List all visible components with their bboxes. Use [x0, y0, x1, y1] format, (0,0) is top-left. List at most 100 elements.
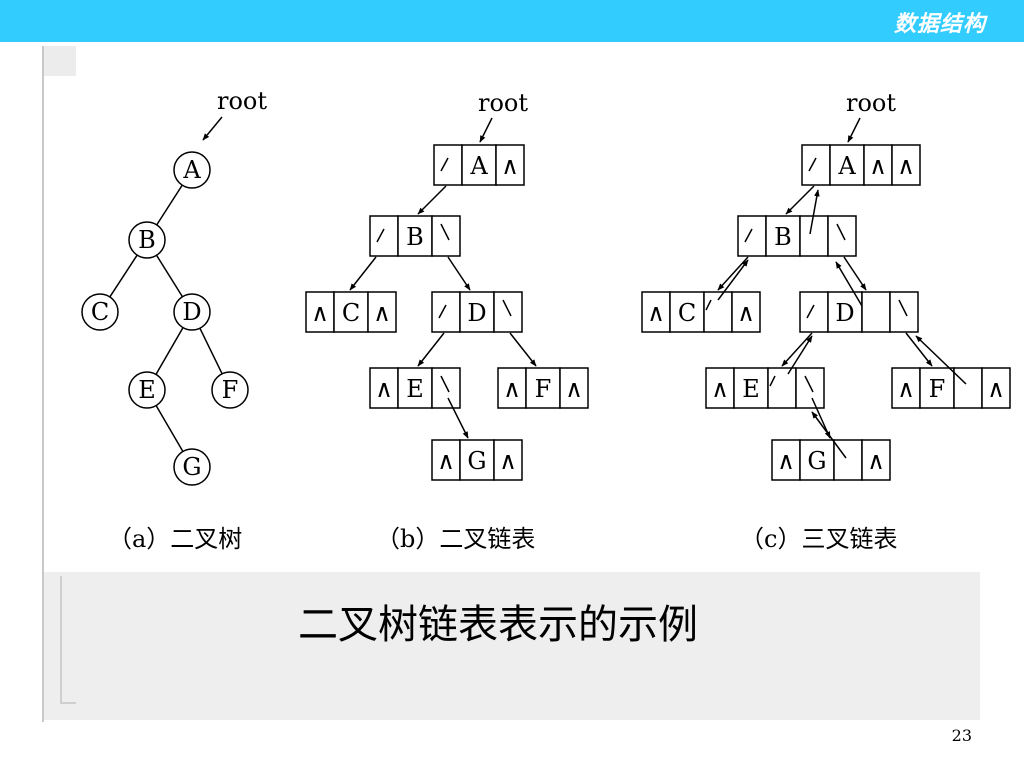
null-pointer-symbol: ∧ — [501, 152, 519, 180]
left-child-pointer — [349, 256, 377, 291]
list-node-cell — [369, 367, 399, 409]
list-node-cell — [953, 367, 983, 409]
list-node-data: A — [469, 152, 488, 180]
tree-node-circle — [173, 151, 211, 189]
tree-node-label: B — [138, 226, 156, 254]
list-node-cell — [981, 367, 1011, 409]
root-label: root — [478, 89, 528, 117]
list-node-cell — [367, 291, 397, 333]
list-node-data: G — [467, 447, 486, 475]
list-node-cell — [433, 144, 463, 186]
left-child-pointer — [417, 185, 447, 215]
right-child-pointer — [447, 256, 471, 291]
list-node-data: F — [535, 375, 552, 403]
caption-bracket — [60, 576, 76, 704]
left-child-pointer — [785, 185, 815, 215]
null-pointer-symbol: ∧ — [499, 447, 517, 475]
tree-edge — [155, 327, 184, 375]
list-node-cell — [861, 291, 891, 333]
list-node-data: B — [774, 223, 792, 251]
tree-node-label: F — [222, 376, 239, 404]
parent-pointer — [835, 261, 863, 307]
list-node-cell — [863, 144, 893, 186]
pointer-stub — [836, 223, 846, 241]
list-node-cell — [397, 215, 433, 257]
pointer-stub — [804, 375, 814, 393]
list-node-cell — [795, 367, 825, 409]
list-node-cell — [641, 291, 671, 333]
list-node-cell — [431, 291, 461, 333]
parent-pointer-stub — [705, 299, 712, 311]
binary-linked-list-figure: A∧B∧C∧D∧E∧F∧∧G∧root — [305, 89, 589, 481]
list-node-cell — [369, 215, 399, 257]
list-node-cell — [459, 439, 495, 481]
tree-node-circle — [128, 371, 166, 409]
list-node-cell — [669, 291, 705, 333]
null-pointer-symbol: ∧ — [737, 299, 755, 327]
tree-edge — [156, 184, 183, 226]
list-node-data: F — [929, 375, 946, 403]
pointer-stub — [440, 223, 450, 241]
parent-pointer-stub — [769, 375, 776, 387]
pointer-stub — [502, 299, 512, 317]
root-pointer-arrow — [479, 117, 493, 143]
parent-pointer — [787, 335, 813, 375]
right-child-pointer — [905, 332, 933, 367]
course-title: 数据结构 — [893, 12, 986, 37]
list-node-data: A — [837, 152, 856, 180]
list-node-cell — [559, 367, 589, 409]
tree-node-label: G — [182, 453, 201, 481]
pointer-stub — [898, 299, 908, 317]
tree-edge — [155, 405, 184, 452]
list-node-cell — [459, 291, 495, 333]
subfigure-a-label: （a）二叉树 — [108, 525, 242, 553]
list-node-cell — [737, 215, 767, 257]
ternary-linked-list-figure: A∧∧B∧C∧D∧E∧F∧∧G∧root — [641, 89, 1011, 481]
list-node-cell — [827, 215, 857, 257]
tree-node-label: A — [182, 156, 201, 184]
list-node-cell — [891, 144, 921, 186]
right-child-pointer — [509, 332, 537, 367]
tree-node-circle — [211, 371, 249, 409]
tree-node-circle — [173, 448, 211, 486]
tree-node-label: E — [138, 376, 156, 404]
list-node-data: C — [342, 299, 360, 327]
pointer-stub — [438, 304, 447, 319]
null-pointer-symbol: ∧ — [987, 375, 1005, 403]
null-pointer-symbol: ∧ — [311, 299, 329, 327]
null-pointer-symbol: ∧ — [897, 152, 915, 180]
parent-pointer — [809, 189, 820, 235]
tree-edge — [199, 327, 223, 375]
null-pointer-symbol: ∧ — [869, 152, 887, 180]
list-node-data: E — [406, 375, 424, 403]
null-pointer-symbol: ∧ — [867, 447, 885, 475]
tree-node-circle — [128, 221, 166, 259]
list-node-data: C — [678, 299, 696, 327]
list-node-cell — [431, 367, 461, 409]
pointer-stub — [808, 157, 817, 172]
list-node-cell — [705, 367, 735, 409]
list-node-cell — [525, 367, 561, 409]
root-pointer-arrow — [202, 116, 223, 141]
list-node-cell — [703, 291, 733, 333]
list-node-cell — [799, 291, 829, 333]
list-node-cell — [495, 144, 525, 186]
list-node-cell — [497, 367, 527, 409]
null-pointer-symbol: ∧ — [711, 375, 729, 403]
list-node-cell — [799, 215, 829, 257]
tree-node-circle — [81, 293, 119, 331]
list-node-data: D — [835, 299, 854, 327]
list-node-cell — [493, 439, 523, 481]
subfigure-b-label: （b）二叉链表 — [376, 525, 535, 553]
right-child-pointer — [843, 256, 867, 291]
pointer-stub — [440, 375, 450, 393]
tree-edge — [109, 254, 138, 298]
pointer-stub — [376, 228, 385, 243]
tree-node-circle — [173, 293, 211, 331]
null-pointer-symbol: ∧ — [565, 375, 583, 403]
null-pointer-symbol: ∧ — [503, 375, 521, 403]
list-node-cell — [493, 291, 523, 333]
null-pointer-symbol: ∧ — [373, 299, 391, 327]
list-node-cell — [801, 144, 831, 186]
